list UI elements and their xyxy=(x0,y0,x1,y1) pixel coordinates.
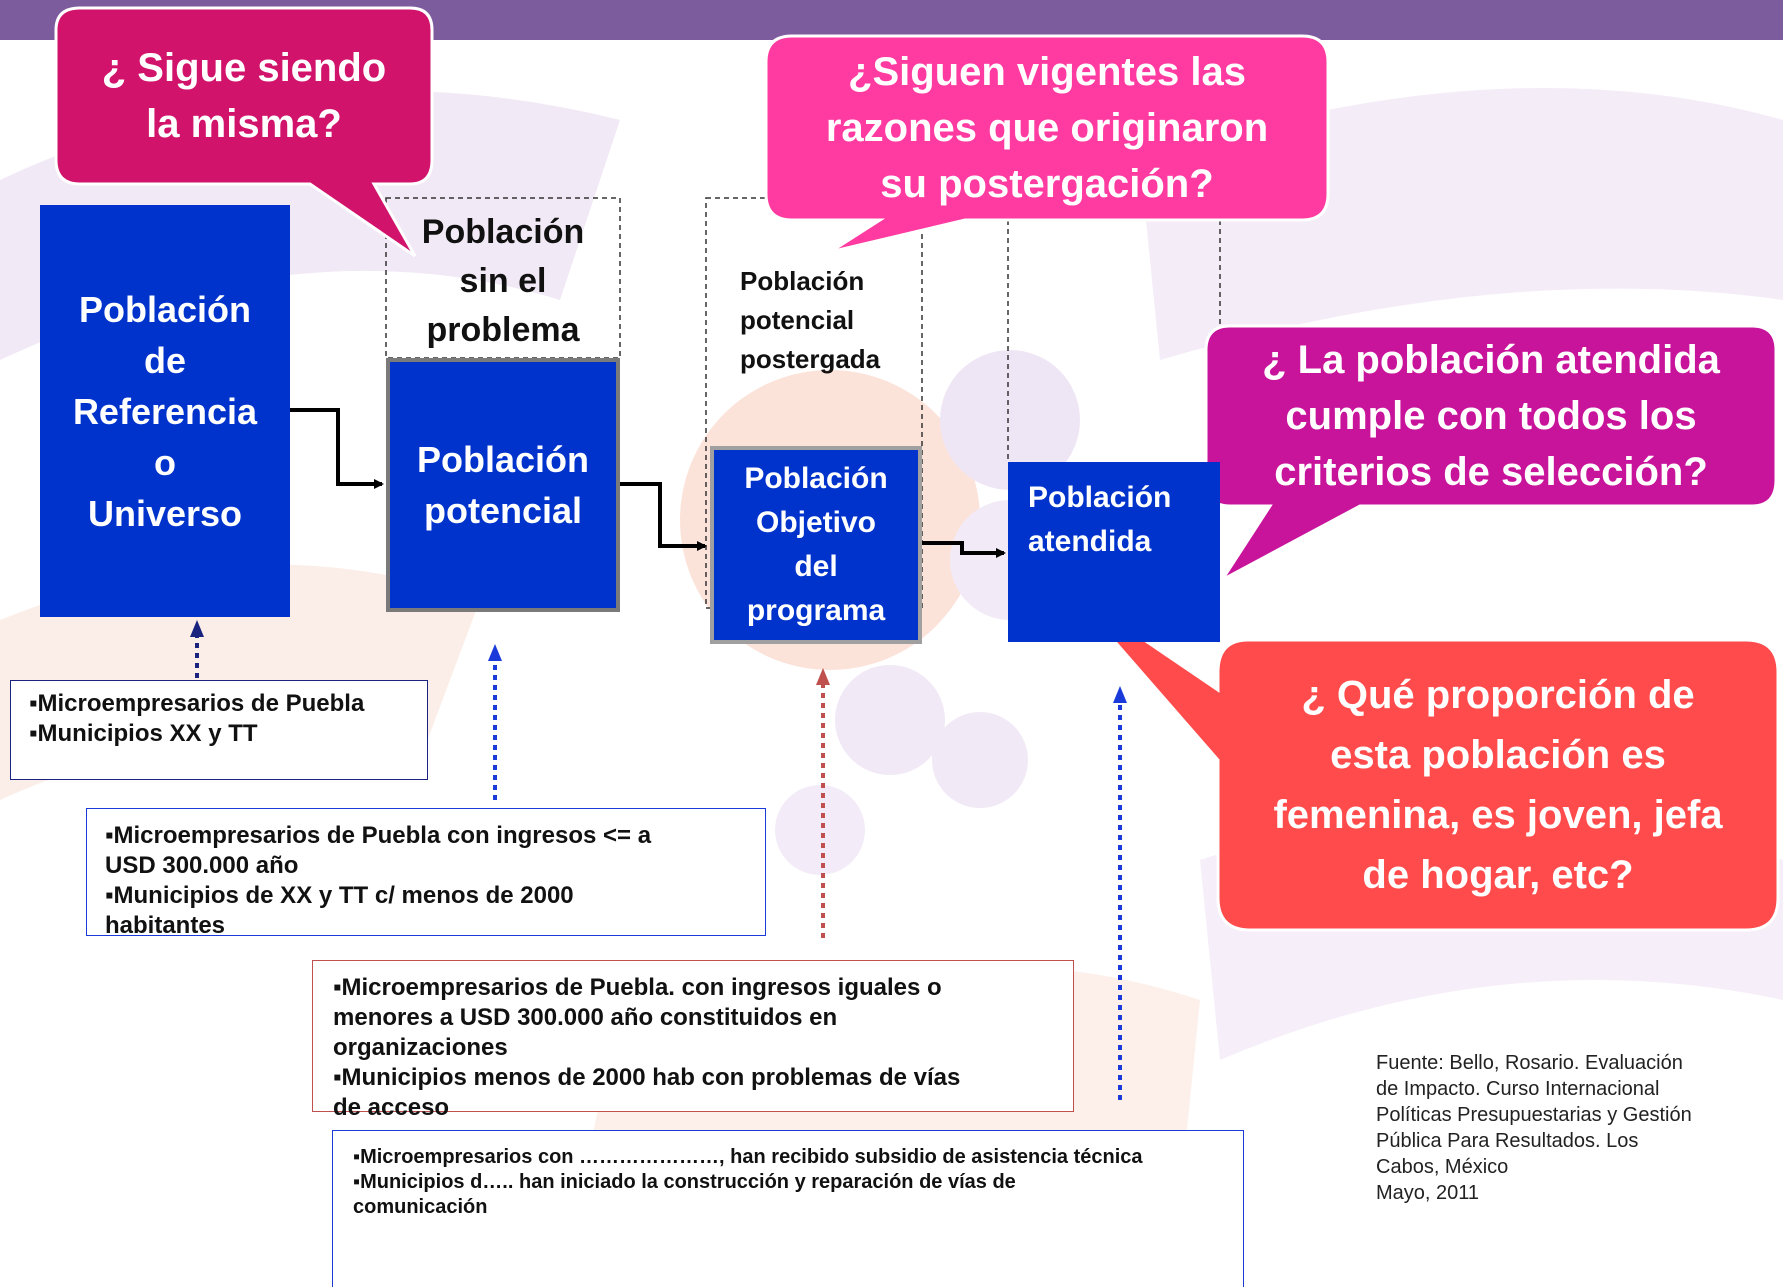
bubble-line: ¿Siguen vigentes las xyxy=(848,50,1246,94)
source-line: Fuente: Bello, Rosario. Evaluación xyxy=(1376,1052,1683,1074)
bubble-criterios: ¿ La población atendida cumple con todos… xyxy=(1206,326,1776,506)
note-line: menores a USD 300.000 año constituidos e… xyxy=(333,1004,838,1031)
note-line: ▪Microempresarios de Puebla con ingresos… xyxy=(105,822,652,849)
frame-atendida xyxy=(1007,220,1221,462)
note-line: ▪Municipios XX y TT xyxy=(29,720,258,747)
connector-objetivo-atendida xyxy=(922,541,1006,558)
box-poblacion-atendida: Población atendida xyxy=(1008,462,1220,642)
box-line: Referencia xyxy=(72,390,258,432)
note-line: organizaciones xyxy=(333,1034,508,1061)
note-line: ▪Municipios de XX y TT c/ menos de 2000 xyxy=(105,882,574,909)
note-line: ▪Municipios d….. han iniciado la constru… xyxy=(353,1171,1016,1193)
box-line: o xyxy=(154,441,176,483)
bubble-line: su postergación? xyxy=(880,162,1214,206)
note-line: habitantes xyxy=(105,912,226,939)
label-line: problema xyxy=(426,311,580,349)
box-line: de xyxy=(143,339,186,381)
box-line: Población xyxy=(744,462,888,495)
box-line: Población xyxy=(1028,481,1172,514)
dotted-arrow-potencial xyxy=(488,644,502,800)
bubble-vigentes-shape xyxy=(764,34,1330,254)
bubble-line: ¿ Sigue siendo xyxy=(101,46,387,90)
source-line: Cabos, México xyxy=(1376,1156,1509,1178)
box-line: Universo xyxy=(87,492,243,534)
note-referencia: ▪Microempresarios de Puebla ▪Municipios … xyxy=(10,680,428,780)
bubble-line: esta población es xyxy=(1330,733,1666,777)
bubble-line: ¿ Qué proporción de xyxy=(1301,673,1695,717)
bubble-line: de hogar, etc? xyxy=(1362,853,1634,897)
box-line: del xyxy=(794,550,838,583)
label-line: postergada xyxy=(740,344,881,374)
box-poblacion-referencia: Población de Referencia o Universo xyxy=(40,205,290,617)
note-objetivo: ▪Microempresarios de Puebla. con ingreso… xyxy=(312,960,1074,1121)
bubble-line: razones que originaron xyxy=(825,106,1269,150)
bubble-line: cumple con todos los xyxy=(1285,394,1697,438)
frame-sin-problema xyxy=(385,197,621,359)
box-poblacion-objetivo: Población Objetivo del programa xyxy=(710,446,922,644)
box-line: potencial xyxy=(423,490,583,531)
label-line: sin el xyxy=(459,262,547,300)
box-line: Población xyxy=(416,439,590,480)
dotted-arrow-atendida xyxy=(1113,686,1127,1100)
note-line: ▪Microempresarios con …………………, han recib… xyxy=(353,1146,1143,1168)
bubble-misma-shape xyxy=(54,6,434,258)
label-sin-problema: Población sin el problema xyxy=(386,208,620,355)
connector-potencial-objetivo xyxy=(620,482,707,551)
dotted-arrow-referencia xyxy=(190,620,204,678)
dotted-arrow-objetivo xyxy=(816,668,830,938)
source-line: Pública Para Resultados. Los xyxy=(1376,1130,1639,1152)
label-line: potencial xyxy=(740,305,855,335)
bubble-line: ¿ La población atendida xyxy=(1262,338,1720,382)
label-line: Población xyxy=(421,213,585,251)
source-line: de Impacto. Curso Internacional xyxy=(1376,1078,1660,1100)
note-line: comunicación xyxy=(353,1196,488,1218)
bubble-proporcion: ¿ Qué proporción de esta población es fe… xyxy=(1218,640,1778,930)
note-potencial: ▪Microempresarios de Puebla con ingresos… xyxy=(86,808,766,939)
note-line: USD 300.000 año xyxy=(105,852,299,879)
note-line: ▪Municipios menos de 2000 hab con proble… xyxy=(333,1064,961,1091)
box-line: atendida xyxy=(1028,525,1152,558)
note-line: ▪Microempresarios de Puebla xyxy=(29,690,365,717)
label-line: Población xyxy=(740,266,865,296)
note-line: ▪Microempresarios de Puebla. con ingreso… xyxy=(333,974,942,1001)
bubble-misma: ¿ Sigue siendo la misma? xyxy=(56,8,432,184)
box-poblacion-potencial: Población potencial xyxy=(386,358,620,612)
bubble-criterios-shape xyxy=(1204,324,1778,582)
bubble-line: la misma? xyxy=(146,102,342,146)
source-line: Mayo, 2011 xyxy=(1376,1182,1480,1204)
note-atendida: ▪Microempresarios con …………………, han recib… xyxy=(332,1130,1244,1287)
bubble-line: criterios de selección? xyxy=(1274,450,1708,494)
box-line: Población xyxy=(78,288,252,330)
bubble-line: femenina, es joven, jefa xyxy=(1273,793,1723,837)
box-line: programa xyxy=(746,594,886,627)
source-line: Políticas Presupuestarias y Gestión xyxy=(1376,1104,1692,1126)
label-postergada: Población potencial postergada xyxy=(740,262,930,379)
note-line: de acceso xyxy=(333,1094,450,1121)
bubble-vigentes: ¿Siguen vigentes las razones que origina… xyxy=(766,36,1328,220)
box-line: Objetivo xyxy=(755,506,876,539)
source-citation: Fuente: Bello, Rosario. Evaluación de Im… xyxy=(1376,1050,1776,1206)
bubble-proporcion-shape xyxy=(1066,586,1780,932)
connector-referencia-potencial xyxy=(290,408,384,489)
